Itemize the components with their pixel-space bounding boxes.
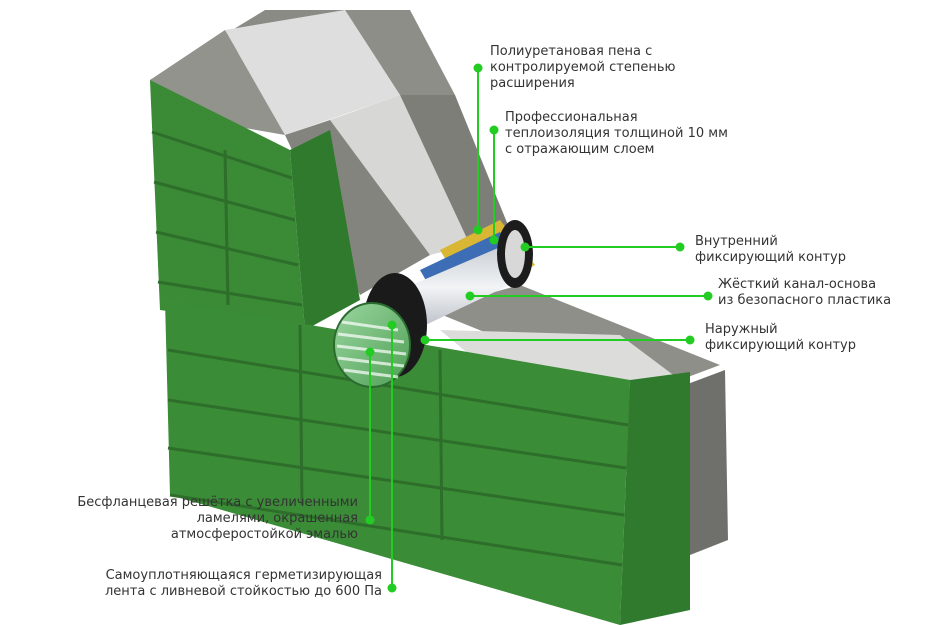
upper-top-grey-right — [345, 10, 455, 95]
lower-facade-joints — [167, 324, 629, 567]
dot-grille-start — [365, 347, 375, 357]
dot-insulation-end — [489, 125, 499, 135]
upper-cut-grey-right — [400, 95, 510, 245]
dot-tape-end — [387, 583, 397, 593]
plastic-channel — [400, 245, 520, 330]
dot-grille-end — [365, 515, 375, 525]
upper-green-side — [290, 130, 360, 330]
dot-inner-ring-start — [520, 242, 530, 252]
callout-dots — [365, 63, 713, 593]
dot-foam-start — [473, 225, 483, 235]
lower-wall-block — [165, 285, 728, 625]
dot-channel-start — [465, 291, 475, 301]
upper-wall-block — [150, 10, 510, 330]
dot-insulation-start — [489, 235, 499, 245]
dot-outer-ring-start — [420, 335, 430, 345]
label-channel: Жёсткий канал-основа из безопасного плас… — [718, 277, 892, 308]
dot-channel-end — [703, 291, 713, 301]
upper-top-insulation — [225, 10, 400, 135]
label-insulation: Профессиональная теплоизоляция толщиной … — [505, 110, 728, 157]
upper-cut-insulation — [330, 95, 470, 255]
label-inner-ring: Внутренний фиксирующий контур — [695, 234, 846, 265]
dot-tape-start — [387, 320, 397, 330]
upper-facade-joints — [151, 130, 303, 307]
inner-ring-hole — [505, 230, 525, 278]
label-grille: Бесфланцевая решётка с увеличенными ламе… — [77, 495, 358, 542]
lower-right-grey — [685, 370, 728, 555]
callout-lines — [369, 68, 708, 588]
dot-outer-ring-end — [685, 335, 695, 345]
lower-green-side — [620, 372, 690, 625]
dot-foam-end — [473, 63, 483, 73]
label-tape: Самоуплотняющаяся герметизирующая лента … — [104, 568, 382, 599]
dot-inner-ring-end — [675, 242, 685, 252]
label-foam: Полиуретановая пена с контролируемой сте… — [490, 44, 676, 91]
label-outer-ring: Наружный фиксирующий контур — [705, 322, 856, 353]
lower-green-facade — [165, 300, 630, 625]
